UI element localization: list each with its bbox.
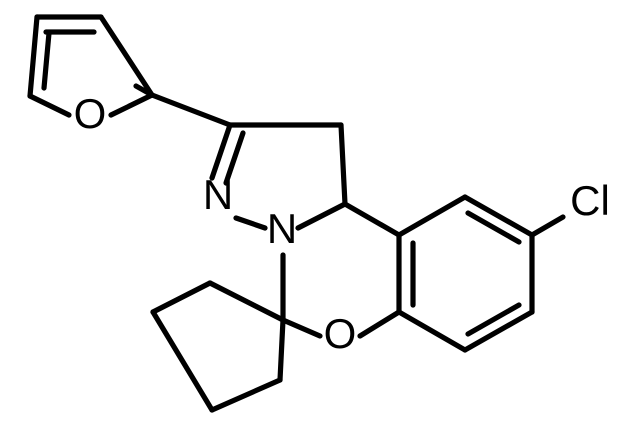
bond [280,317,323,339]
bond [396,309,468,353]
double-bond-inner [41,30,52,91]
bond [209,377,283,413]
bond [396,194,468,238]
chlorine-bond [529,214,566,238]
bond [27,14,40,99]
benzene-ring [396,194,535,353]
bond [108,92,155,118]
chlorine-label: Cl [570,177,610,224]
bond [150,280,213,315]
imine-nitrogen-label: N [203,171,233,218]
bond [462,194,535,238]
double-bond-inner [223,130,246,186]
bond [233,215,268,231]
furan-pyrazoline-bond [149,92,233,128]
bond [150,309,215,413]
ether-oxygen-label: O [324,310,357,357]
bond [295,201,348,231]
pyrazoline-ring [209,122,348,231]
bond [98,14,155,98]
cyclopentane-ring [150,280,286,413]
bond [462,309,535,353]
ring-nitrogen-label: N [267,205,297,252]
bond [27,93,72,118]
bond [209,122,233,181]
oxazine-ring [280,201,402,339]
bond [338,122,348,207]
double-bond-inner [465,302,522,337]
bond [277,317,286,383]
bond [207,280,286,323]
double-bond-inner [465,210,522,245]
bond [342,201,402,238]
bond [357,309,402,339]
furan-ring [27,14,155,118]
furan-oxygen-label: O [74,90,107,137]
